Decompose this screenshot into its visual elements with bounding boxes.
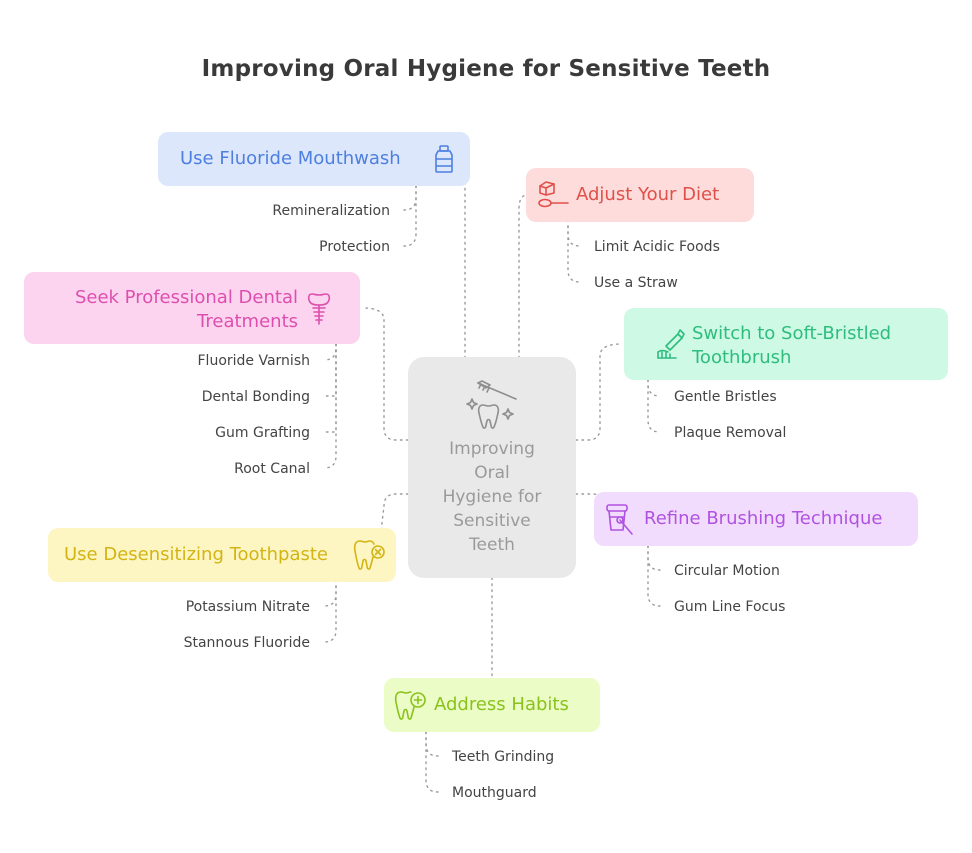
central-topic-label: Improving Oral Hygiene for Sensitive Tee… [408, 437, 576, 557]
leaf-remineralization: Remineralization [272, 203, 390, 219]
node-label: Adjust Your Diet [576, 184, 720, 205]
tooth-plus-icon [394, 691, 426, 720]
leaf-limit-acidic-foods: Limit Acidic Foods [594, 239, 720, 255]
central-line: Improving [449, 439, 535, 459]
leaf-gentle-bristles: Gentle Bristles [674, 389, 777, 405]
central-topic: Improving Oral Hygiene for Sensitive Tee… [408, 357, 576, 578]
node-desensitizing-toothpaste: Use Desensitizing Toothpaste [48, 528, 396, 582]
leaf-use-a-straw: Use a Straw [594, 275, 678, 291]
mouthwash-bottle-icon [435, 145, 453, 173]
leaf-gum-grafting: Gum Grafting [215, 425, 310, 441]
cheese-spoon-icon [538, 181, 569, 208]
node-professional-treatments: Seek Professional Dental Treatments [24, 272, 360, 344]
leaf-protection: Protection [319, 239, 390, 255]
page-title: Improving Oral Hygiene for Sensitive Tee… [201, 56, 771, 82]
leaf-stannous-fluoride: Stannous Fluoride [183, 635, 310, 651]
leaf-gum-line-focus: Gum Line Focus [674, 599, 786, 615]
leaf-root-canal: Root Canal [234, 461, 310, 477]
node-label-line2: Treatments [197, 311, 298, 332]
central-line: Sensitive [453, 511, 531, 531]
node-adjust-diet: Adjust Your Diet [526, 168, 754, 222]
tooth-cross-icon [353, 540, 385, 570]
toothpaste-brush-icon [657, 329, 685, 359]
central-line: Teeth [469, 535, 515, 555]
leaf-dental-bonding: Dental Bonding [201, 389, 310, 405]
node-label-line1: Seek Professional Dental [74, 287, 298, 308]
node-brushing-technique: Refine Brushing Technique [594, 492, 918, 546]
node-label-line1: Switch to Soft-Bristled [692, 323, 892, 344]
leaf-potassium-nitrate: Potassium Nitrate [185, 599, 310, 615]
brushing-cup-icon [606, 504, 633, 535]
node-label: Use Desensitizing Toothpaste [64, 544, 328, 565]
node-label: Use Fluoride Mouthwash [180, 148, 401, 169]
toothbrush-sparkle-tooth-icon [466, 380, 517, 429]
node-label: Address Habits [434, 694, 569, 715]
node-fluoride-mouthwash: Use Fluoride Mouthwash [158, 132, 470, 186]
node-label-line2: Toothbrush [692, 347, 792, 368]
leaf-circular-motion: Circular Motion [674, 563, 780, 579]
node-address-habits: Address Habits [384, 678, 600, 732]
leaf-fluoride-varnish: Fluoride Varnish [197, 353, 311, 369]
central-line: Oral [474, 463, 510, 483]
node-label: Refine Brushing Technique [644, 508, 883, 529]
dental-implant-icon [307, 293, 331, 325]
leaf-plaque-removal: Plaque Removal [674, 425, 787, 441]
node-soft-toothbrush: Switch to Soft-Bristled Toothbrush [624, 308, 948, 380]
leaf-mouthguard: Mouthguard [452, 785, 537, 801]
central-line: Hygiene for [442, 487, 542, 507]
leaf-teeth-grinding: Teeth Grinding [452, 749, 555, 765]
